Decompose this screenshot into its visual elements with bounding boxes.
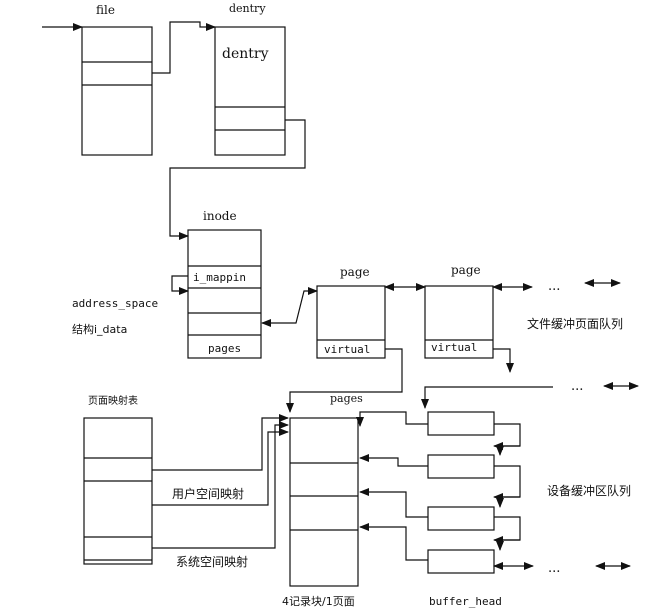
user-map-arrow-2 bbox=[152, 428, 289, 506]
bh3-to-page bbox=[359, 488, 428, 518]
i-mapping-self-arrow bbox=[171, 275, 189, 295]
buffer-queue-line bbox=[421, 386, 553, 409]
file-cache-queue-label: 文件缓冲页面队列 bbox=[527, 316, 623, 331]
buffer-head-label: buffer_head bbox=[429, 595, 502, 608]
bh4-to-page bbox=[359, 523, 428, 561]
page-map-table bbox=[83, 417, 153, 565]
dentry-inner-label: dentry bbox=[222, 46, 269, 62]
page-map-table-label: 页面映射表 bbox=[88, 394, 138, 407]
bh-chain-2 bbox=[494, 465, 521, 508]
pages-frame-table bbox=[289, 417, 359, 587]
bh-chain-3 bbox=[494, 516, 521, 551]
i-mappin-label: i_mappin bbox=[193, 271, 246, 284]
page1-label: page bbox=[340, 265, 370, 279]
system-space-map-label: 系统空间映射 bbox=[176, 554, 248, 569]
dentry-struct bbox=[214, 26, 286, 156]
dentry-to-inode-arrow bbox=[169, 119, 306, 240]
ellipsis-1: ... bbox=[548, 279, 560, 294]
records-per-page-label: 4记录块/1页面 bbox=[282, 595, 355, 608]
bh2-to-page bbox=[359, 454, 428, 467]
device-buffer-queue-label: 设备缓冲区队列 bbox=[547, 483, 631, 498]
buffer-head-4 bbox=[427, 549, 495, 574]
user-map-arrow-1 bbox=[152, 414, 289, 471]
buffer-head-1 bbox=[427, 411, 495, 436]
address-space-label: address_space bbox=[72, 297, 158, 310]
inode-struct bbox=[187, 229, 262, 359]
page2-virtual-arrow bbox=[493, 348, 514, 373]
inode-page-link bbox=[261, 287, 318, 327]
bh-chain-1 bbox=[494, 423, 521, 456]
inode-label: inode bbox=[203, 209, 237, 223]
page2-label: page bbox=[451, 263, 481, 277]
dentry-title: dentry bbox=[229, 2, 266, 15]
bh1-to-page bbox=[356, 411, 428, 427]
file-struct bbox=[81, 26, 153, 156]
page-struct-2 bbox=[424, 285, 494, 359]
ellipsis-2: ... bbox=[571, 379, 583, 394]
buffer-head-2 bbox=[427, 454, 495, 479]
i-data-label: 结构i_data bbox=[72, 322, 127, 336]
virtual1-label: virtual bbox=[324, 343, 370, 356]
system-map-arrow bbox=[152, 421, 289, 549]
virtual2-label: virtual bbox=[431, 341, 477, 354]
buffer-head-3 bbox=[427, 506, 495, 531]
file-to-dentry-arrow bbox=[152, 21, 216, 74]
pages-table-label: pages bbox=[330, 392, 363, 405]
user-space-map-label: 用户空间映射 bbox=[172, 486, 244, 501]
virtual-to-pages-arrow bbox=[286, 348, 403, 413]
file-label: file bbox=[96, 3, 115, 17]
ellipsis-3: ... bbox=[548, 561, 560, 576]
inode-pages-label: pages bbox=[208, 342, 241, 355]
